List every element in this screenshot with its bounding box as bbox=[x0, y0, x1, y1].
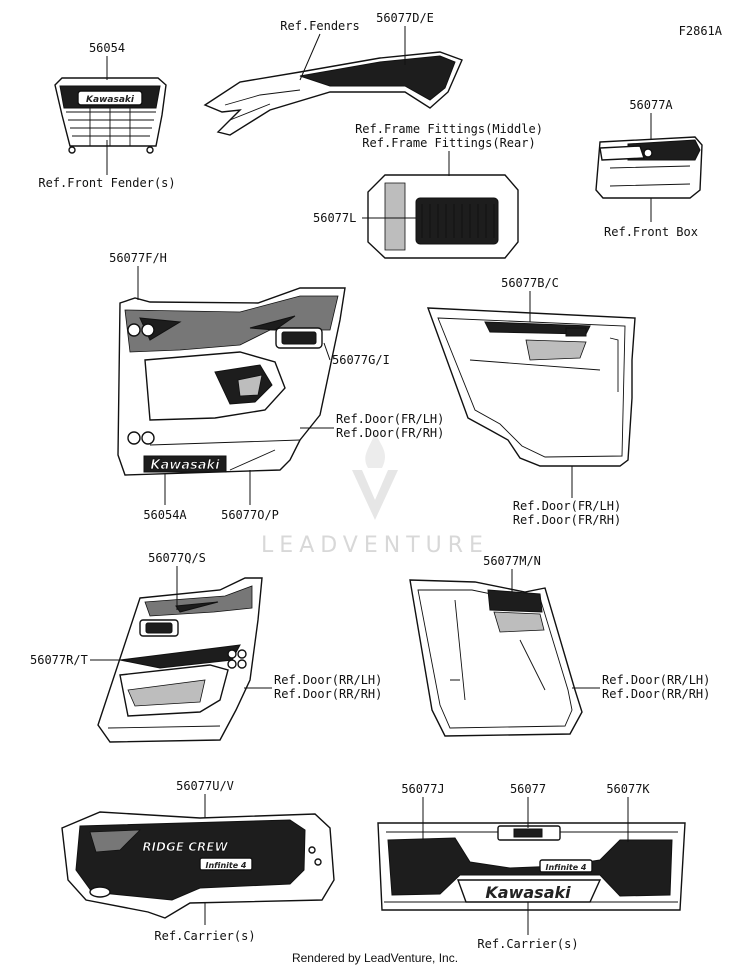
ref-door-rr-rh-2: Ref.Door(RR/RH) bbox=[602, 687, 710, 701]
part-number-56054A: 56054A bbox=[143, 508, 187, 522]
ref-frame-fittings-rear: Ref.Frame Fittings(Rear) bbox=[362, 136, 535, 150]
part-number-56077UV: 56077U/V bbox=[176, 779, 234, 793]
carrier-side-decal-part: RIDGE CREW Infinite 4 bbox=[61, 811, 335, 919]
rear-door-outer-decal-part bbox=[97, 577, 263, 743]
ref-front-fenders: Ref.Front Fender(s) bbox=[38, 176, 175, 190]
ref-carrier-1: Ref.Carrier(s) bbox=[154, 929, 255, 943]
part-number-56077A: 56077A bbox=[629, 98, 673, 112]
part-number-56077QS: 56077Q/S bbox=[148, 551, 206, 565]
part-number-56077GI: 56077G/I bbox=[332, 353, 390, 367]
rear-door-inner-decal-part bbox=[409, 579, 583, 737]
part-number-56077BC: 56077B/C bbox=[501, 276, 559, 290]
part-number-56054: 56054 bbox=[89, 41, 125, 55]
front-door-inner-decal-part bbox=[426, 307, 636, 467]
rear-carrier-badge-decal: Infinite 4 bbox=[545, 863, 586, 872]
part-number-56077J: 56077J bbox=[401, 782, 444, 796]
grille-brand-decal: Kawasaki bbox=[86, 95, 135, 105]
part-number-56077RT: 56077R/T bbox=[30, 653, 88, 667]
front-grille-part: Kawasaki bbox=[54, 77, 167, 154]
ref-door-rr-lh-1: Ref.Door(RR/LH) bbox=[274, 673, 382, 687]
front-door-outer-decal-part: Kawasaki bbox=[117, 287, 346, 476]
ref-door-fr-lh-1: Ref.Door(FR/LH) bbox=[336, 412, 444, 426]
part-number-56077DE: 56077D/E bbox=[376, 11, 434, 25]
watermark-text: LEADVENTURE bbox=[261, 533, 489, 558]
front-door-brand-decal: Kawasaki bbox=[150, 458, 220, 473]
ref-door-fr-lh-2: Ref.Door(FR/LH) bbox=[513, 499, 621, 513]
watermark: LEADVENTURE bbox=[261, 432, 489, 558]
part-number-56077MN: 56077M/N bbox=[483, 554, 541, 568]
ref-front-box: Ref.Front Box bbox=[604, 225, 698, 239]
watermark-logo-icon bbox=[352, 470, 398, 520]
part-number-56077OP: 56077O/P bbox=[221, 508, 279, 522]
ref-frame-fittings-middle: Ref.Frame Fittings(Middle) bbox=[355, 122, 543, 136]
carrier-badge-decal: Infinite 4 bbox=[205, 861, 246, 870]
fender-decal-part bbox=[203, 51, 463, 136]
ref-door-fr-rh-1: Ref.Door(FR/RH) bbox=[336, 426, 444, 440]
rear-carrier-brand-decal: Kawasaki bbox=[485, 883, 571, 902]
ref-fenders: Ref.Fenders bbox=[280, 19, 359, 33]
ref-door-fr-rh-2: Ref.Door(FR/RH) bbox=[513, 513, 621, 527]
carrier-model-decal: RIDGE CREW bbox=[142, 840, 228, 854]
frame-fitting-decal-part bbox=[367, 174, 519, 259]
part-number-56077K: 56077K bbox=[606, 782, 650, 796]
part-number-56077: 56077 bbox=[510, 782, 546, 796]
ref-door-rr-lh-2: Ref.Door(RR/LH) bbox=[602, 673, 710, 687]
ref-door-rr-rh-1: Ref.Door(RR/RH) bbox=[274, 687, 382, 701]
part-number-56077FH: 56077F/H bbox=[109, 251, 167, 265]
footer-credit: Rendered by LeadVenture, Inc. bbox=[292, 951, 458, 965]
figure-code: F2861A bbox=[679, 24, 723, 38]
front-box-decal-part bbox=[595, 136, 703, 199]
watermark-flame-icon bbox=[365, 432, 385, 468]
carrier-rear-decal-part: Infinite 4 Kawasaki bbox=[377, 822, 686, 911]
part-number-56077L: 56077L bbox=[313, 211, 356, 225]
ref-carrier-2: Ref.Carrier(s) bbox=[477, 937, 578, 951]
